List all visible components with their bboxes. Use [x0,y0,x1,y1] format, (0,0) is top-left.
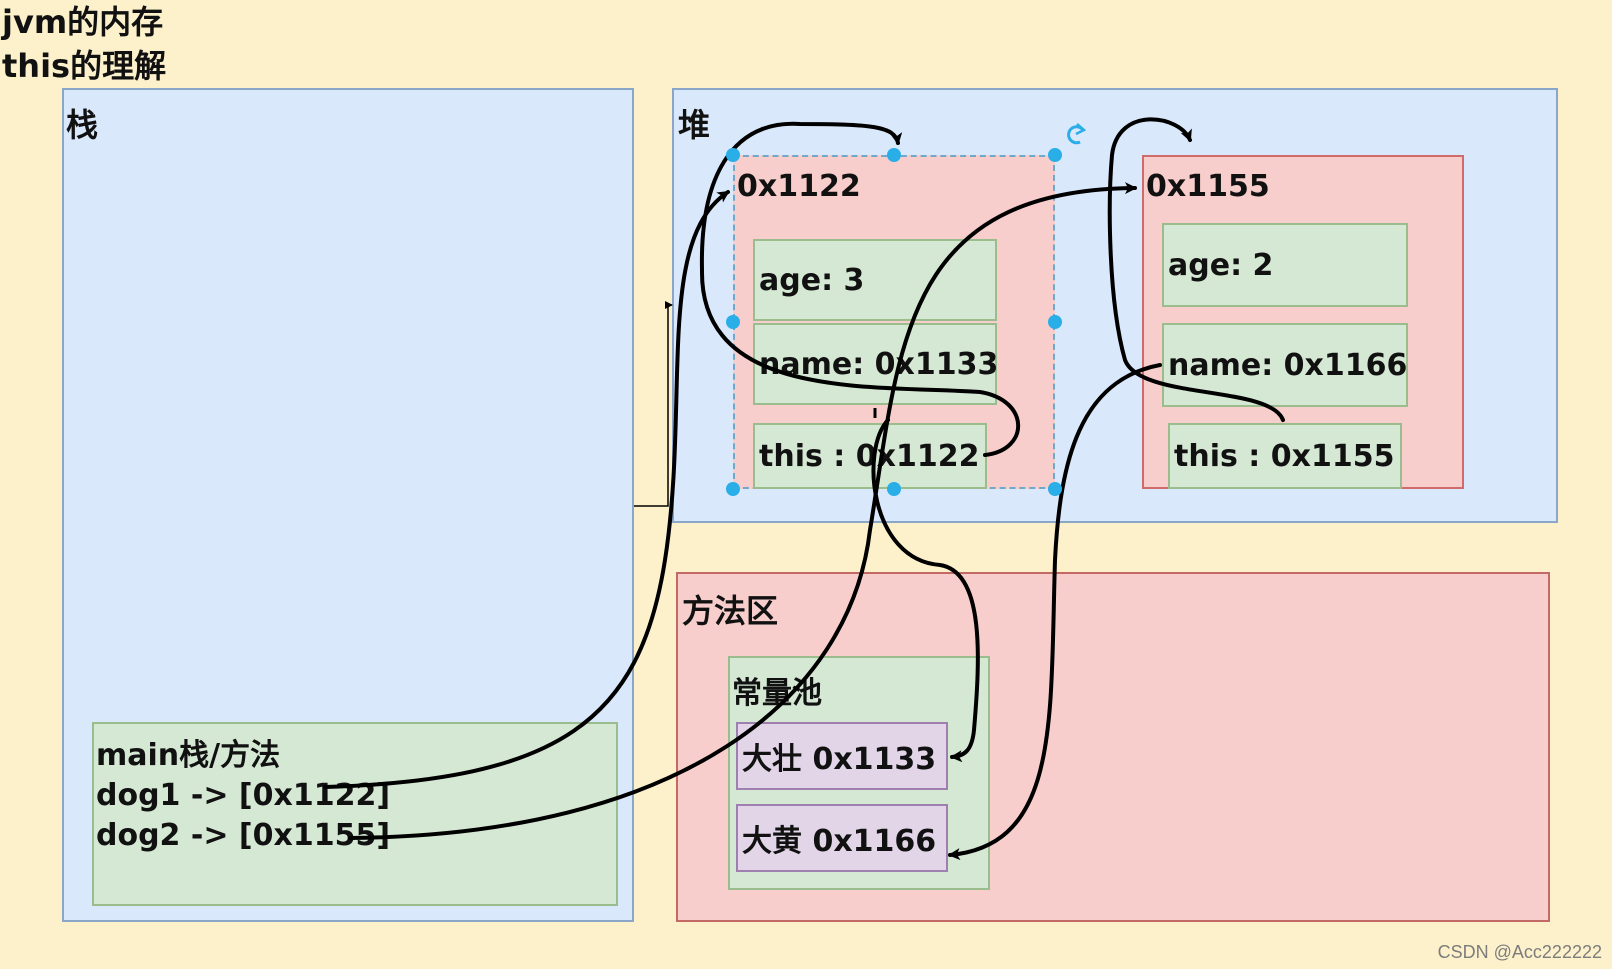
constant-pool-label: 常量池 [732,676,822,711]
object-2-name-field[interactable]: name: 0x1166 [1162,323,1408,407]
stack-label: 栈 [66,106,99,144]
dog1-reference: dog1 -> [0x1122] [96,778,391,813]
dog2-reference: dog2 -> [0x1155] [96,818,391,853]
stack-region[interactable]: 栈 main栈/方法 dog1 -> [0x1122] dog2 -> [0x1… [62,88,634,922]
constant-pool[interactable]: 常量池 大壮 0x1133 大黄 0x1166 [728,656,990,890]
stack-heap-connector [634,301,673,507]
object-1-address: 0x1122 [737,169,861,204]
heap-object-2[interactable]: 0x1155 age: 2 name: 0x1166 this : 0x1155 [1142,155,1464,489]
diagram-title-2: this的理解 [2,47,167,85]
heap-label: 堆 [678,106,711,144]
method-area-label: 方法区 [682,592,779,630]
diagram-title-1: jvm的内存 [2,3,164,41]
heap-object-1[interactable]: 0x1122 age: 3 name: 0x1133 this : 0x1122 [733,155,1055,489]
object-2-this-field[interactable]: this : 0x1155 [1168,423,1402,489]
main-frame-label: main栈/方法 [96,738,281,773]
constant-dazhuang[interactable]: 大壮 0x1133 [736,722,948,790]
object-1-age-field[interactable]: age: 3 [753,239,997,321]
object-1-this-field[interactable]: this : 0x1122 [753,423,987,489]
object-1-name-field[interactable]: name: 0x1133 [753,323,998,405]
watermark: CSDN @Acc222222 [1437,942,1602,962]
object-2-address: 0x1155 [1146,169,1270,204]
method-area-region[interactable]: 方法区 常量池 大壮 0x1133 大黄 0x1166 [676,572,1550,922]
object-2-age-field[interactable]: age: 2 [1162,223,1408,307]
main-stack-frame[interactable]: main栈/方法 dog1 -> [0x1122] dog2 -> [0x115… [92,722,618,906]
constant-dahuang[interactable]: 大黄 0x1166 [736,804,948,872]
